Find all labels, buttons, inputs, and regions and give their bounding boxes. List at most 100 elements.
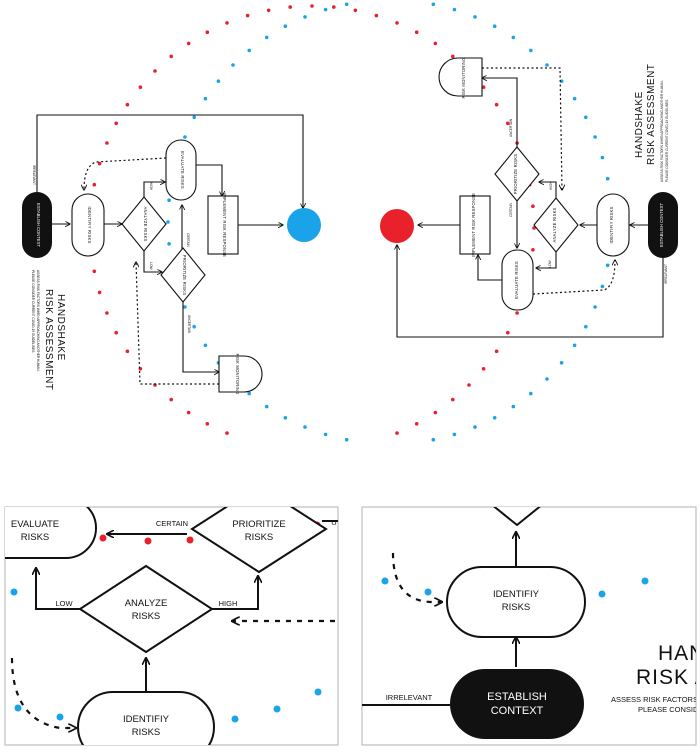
decorative-dot: [452, 7, 457, 12]
right-end-red-circle: [380, 209, 414, 243]
right-title-block: HANDSHAKE RISK ASSESSMENT ASSESS RISK FA…: [634, 64, 669, 182]
decorative-dot: [92, 182, 97, 187]
svg-text:PRIORITIZE: PRIORITIZE: [232, 519, 285, 530]
svg-text:ANALYZE RISKS: ANALYZE RISKS: [143, 206, 148, 241]
decorative-dot: [310, 4, 314, 8]
decorative-dot: [559, 361, 564, 365]
left-analyze-risks: ANALYZE RISKS: [121, 196, 167, 252]
decorative-dot: [600, 155, 605, 160]
left-title-block: HANDSHAKE RISK ASSESSMENT ASSESS RISK FA…: [31, 270, 66, 390]
decorative-dot: [264, 404, 269, 409]
svg-text:PLEASE CONSIDER CURRENT COVID-: PLEASE CONSIDER CURRENT COVID-19 GUIDELI…: [31, 270, 35, 353]
decorative-dot: [247, 48, 251, 53]
left-risk-monitoring: RISK MONITORING: [218, 353, 263, 395]
zoom-title-block: HAN RISK A ASSESS RISK FACTORS WI PLEASE…: [611, 642, 700, 714]
zoom-panel-right: IDENTIFIY RISKS ESTABLISH CONTEXT IRRELE…: [361, 506, 700, 746]
monitoring-dotted-line: [482, 67, 562, 190]
decorative-dot: [288, 5, 293, 9]
svg-text:RISK MONITORING: RISK MONITORING: [235, 353, 240, 394]
zoom-edge-certain: CERTAIN: [156, 519, 188, 528]
decorative-dot: [414, 30, 419, 34]
decorative-dot: [433, 41, 438, 46]
decorative-dot: [183, 305, 187, 309]
svg-text:RISK A: RISK A: [636, 666, 700, 689]
right-connectors: [397, 67, 664, 338]
decorative-dot: [192, 115, 196, 120]
decorative-dot: [167, 198, 171, 202]
decorative-dot: [593, 135, 597, 139]
decorative-dot: [332, 5, 336, 9]
decorative-dot: [600, 284, 605, 289]
decorative-dot: [452, 432, 457, 437]
decorative-dot: [114, 121, 118, 126]
decorative-dot: [153, 69, 157, 73]
decorative-dot: [303, 15, 307, 19]
svg-text:EVALUATE RISKS: EVALUATE RISKS: [180, 151, 185, 189]
decorative-dot: [593, 305, 597, 309]
zoom-identify-risks-right: IDENTIFIY RISKS: [446, 566, 586, 638]
svg-text:CONTEXT: CONTEXT: [491, 705, 544, 717]
left-prioritize-risks: PRIORITIZE RISKS: [160, 247, 206, 303]
decorative-dot: [216, 79, 221, 83]
svg-text:EVALUATE: EVALUATE: [11, 519, 59, 530]
svg-text:ESTABLISH CONTEXT: ESTABLISH CONTEXT: [36, 203, 41, 247]
svg-text:IDENTIFIY: IDENTIFIY: [123, 714, 170, 725]
decorative-dot: [97, 290, 102, 295]
left-edge-certain: CERTAIN: [186, 233, 190, 247]
decorative-dot: [169, 54, 173, 59]
decorative-dot: [433, 410, 438, 415]
decorative-dot: [138, 85, 143, 89]
decorative-dot: [97, 161, 102, 166]
left-flowchart: ESTABLISH CONTEXT IRRELEVANT IDENTIFIY R…: [22, 114, 321, 395]
svg-text:IDENTIFIY: IDENTIFIY: [493, 589, 540, 600]
svg-text:PLEASE CONSIDER CURRENT COVID-: PLEASE CONSIDER CURRENT COVID-19 GUIDELI…: [665, 99, 669, 182]
left-end-blue-circle: [287, 208, 321, 242]
right-implement-risk-response: IMPLEMENT RISK RESPONSE: [459, 193, 491, 257]
left-connectors: [36, 114, 303, 385]
decorative-dot: [494, 349, 499, 354]
decorative-dot: [231, 63, 235, 67]
decorative-dot: [473, 15, 477, 19]
decorative-dot: [494, 102, 499, 107]
zoom-edge-high: HIGH: [219, 599, 238, 608]
decorative-dot: [506, 330, 510, 335]
decorative-dot: [529, 391, 533, 396]
decorative-dot: [125, 102, 130, 107]
decorative-dot: [605, 176, 610, 181]
decorative-dot: [166, 220, 170, 224]
decorative-dot: [125, 349, 130, 354]
right-edge-high: HIGH: [549, 181, 553, 190]
svg-text:PRIORITIZE RISKS: PRIORITIZE RISKS: [182, 255, 187, 295]
svg-text:HANDSHAKE: HANDSHAKE: [634, 91, 645, 158]
decorative-dot: [572, 343, 577, 348]
zoom-establish-context: ESTABLISH CONTEXT: [450, 669, 584, 739]
zoom-identify-risks: IDENTIFIY RISKS: [77, 691, 215, 745]
decorative-dot: [451, 54, 455, 59]
decorative-dot: [532, 226, 536, 230]
dotted-circle-decoration: [88, 2, 614, 442]
left-edge-low: LOW: [149, 262, 153, 269]
left-evaluate-risks: EVALUATE RISKS: [165, 139, 197, 201]
svg-text:RISK ASSESSMENT: RISK ASSESSMENT: [646, 64, 657, 165]
decorative-dot: [572, 96, 577, 101]
decorative-dot: [492, 416, 497, 420]
decorative-dot: [584, 115, 588, 120]
svg-text:IMPLEMENT RISK RESPONSE: IMPLEMENT RISK RESPONSE: [222, 193, 227, 257]
zoom-panel-left: EVALUATE RISKS PRIORITIZE RISKS CERTAIN …: [4, 506, 339, 746]
svg-text:ASSESS RISK FACTORS WI: ASSESS RISK FACTORS WI: [611, 695, 700, 704]
decorative-dot: [545, 63, 549, 67]
decorative-dot: [531, 204, 535, 208]
decorative-dot: [203, 343, 208, 348]
zoom-edge-low: LOW: [55, 599, 73, 608]
feedback-dotted-line: [532, 260, 615, 295]
svg-text:IDENTIFIY RISKS: IDENTIFIY RISKS: [609, 207, 614, 244]
decorative-dot: [264, 35, 269, 40]
svg-text:RISK ASSESSMENT: RISK ASSESSMENT: [43, 289, 54, 390]
right-evaluate-risks: EVALUATE RISKS: [501, 249, 534, 311]
svg-text:RISKS: RISKS: [132, 727, 161, 738]
decorative-dot: [323, 7, 328, 12]
decorative-dot: [374, 13, 379, 18]
decorative-dot: [105, 141, 109, 145]
svg-text:ASSESS RISK FACTORS WHEN APPRO: ASSESS RISK FACTORS WHEN APPROACHING ANO…: [660, 80, 664, 182]
